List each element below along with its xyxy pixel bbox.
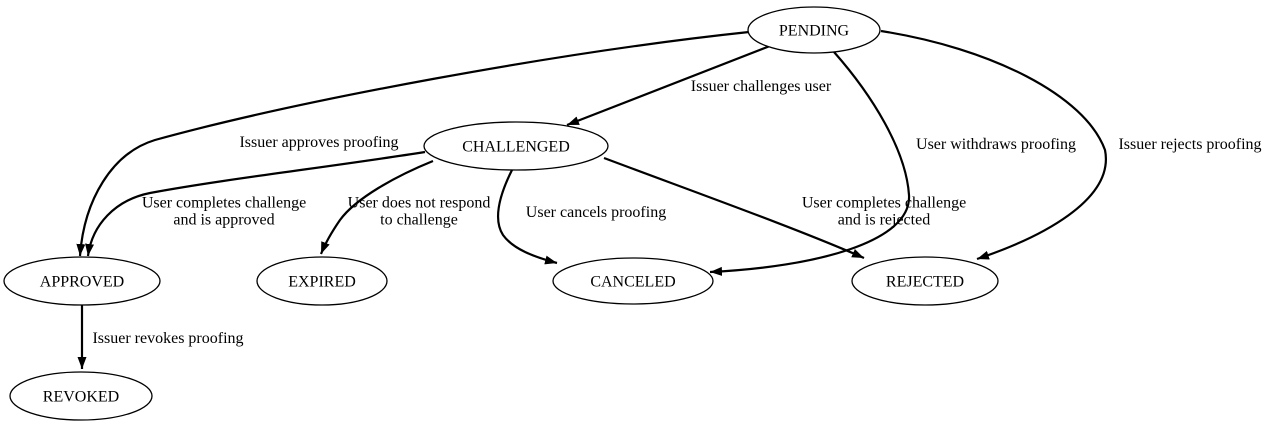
edge-label-pending-to-canceled: User withdraws proofing [916, 136, 1076, 153]
node-approved-ellipse [3, 256, 161, 306]
edge-label-approved-to-revoked: Issuer revokes proofing [92, 330, 243, 347]
edge-challenged-to-canceled [496, 169, 558, 265]
edge-pending-to-approved [76, 30, 750, 257]
node-expired-ellipse [256, 256, 388, 306]
node-rejected: REJECTED [851, 256, 999, 306]
edge-challenged-to-expired [319, 159, 434, 255]
edge-challenged-to-approved [85, 150, 426, 257]
node-revoked: REVOKED [9, 371, 153, 421]
node-pending-ellipse [747, 6, 881, 54]
edge-label-challenged-to-canceled: User cancels proofing [526, 204, 666, 221]
node-canceled: CANCELED [552, 257, 714, 305]
node-rejected-label: REJECTED [886, 274, 964, 291]
node-pending-label: PENDING [779, 23, 850, 40]
edge-pending-to-rejected [880, 29, 1107, 261]
node-approved: APPROVED [3, 256, 161, 306]
node-challenged-label: CHALLENGED [462, 139, 570, 156]
edge-label-pending-to-rejected: Issuer rejects proofing [1118, 136, 1261, 153]
node-pending: PENDING [747, 6, 881, 54]
node-expired: EXPIRED [256, 256, 388, 306]
node-revoked-label: REVOKED [43, 389, 119, 406]
node-challenged: CHALLENGED [423, 121, 609, 171]
edge-pending-to-challenged [566, 44, 771, 127]
node-canceled-label: CANCELED [590, 274, 675, 291]
node-revoked-ellipse [9, 371, 153, 421]
edge-pending-to-canceled [709, 51, 911, 276]
node-rejected-ellipse [851, 256, 999, 306]
node-canceled-ellipse [552, 257, 714, 305]
edge-challenged-to-rejected [603, 156, 865, 260]
edge-label-pending-to-approved: Issuer approves proofing [239, 134, 398, 151]
edge-label-pending-to-challenged: Issuer challenges user [691, 78, 832, 95]
node-challenged-ellipse [423, 121, 609, 171]
node-expired-label: EXPIRED [288, 274, 356, 291]
node-approved-label: APPROVED [40, 274, 124, 291]
